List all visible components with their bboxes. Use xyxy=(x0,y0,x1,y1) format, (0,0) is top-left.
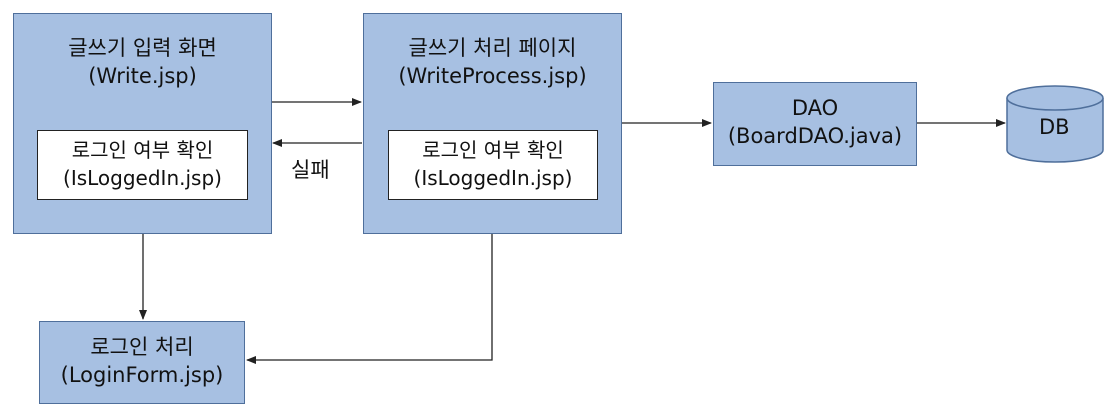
write-process-file: (WriteProcess.jsp) xyxy=(398,64,587,88)
write-page-file: (Write.jsp) xyxy=(88,64,197,88)
login-check-title-right: 로그인 여부 확인 xyxy=(422,138,564,162)
arrow-process-to-login xyxy=(246,234,493,364)
login-check-box-right: 로그인 여부 확인 (IsLoggedIn.jsp) xyxy=(388,130,598,200)
db-label: DB xyxy=(1039,115,1070,139)
write-page-title: 글쓰기 입력 화면 xyxy=(68,36,217,60)
login-page-title: 로그인 처리 xyxy=(90,335,194,359)
login-check-file-left: (IsLoggedIn.jsp) xyxy=(63,166,222,190)
dao-title: DAO xyxy=(791,96,839,120)
fail-label: 실패 xyxy=(291,158,330,182)
login-check-box-left: 로그인 여부 확인 (IsLoggedIn.jsp) xyxy=(37,130,248,200)
write-process-title: 글쓰기 처리 페이지 xyxy=(408,36,577,60)
dao-box: DAO (BoardDAO.java) xyxy=(713,82,917,166)
db-cylinder xyxy=(1006,85,1104,163)
dao-file: (BoardDAO.java) xyxy=(727,124,903,148)
write-process-box: 글쓰기 처리 페이지 (WriteProcess.jsp) 로그인 여부 확인 … xyxy=(363,13,622,234)
write-page-box: 글쓰기 입력 화면 (Write.jsp) 로그인 여부 확인 (IsLogge… xyxy=(13,13,272,234)
login-page-file: (LoginForm.jsp) xyxy=(60,363,224,387)
login-check-file-right: (IsLoggedIn.jsp) xyxy=(413,166,573,190)
login-check-title-left: 로그인 여부 확인 xyxy=(71,138,214,162)
login-page-box: 로그인 처리 (LoginForm.jsp) xyxy=(39,321,245,404)
